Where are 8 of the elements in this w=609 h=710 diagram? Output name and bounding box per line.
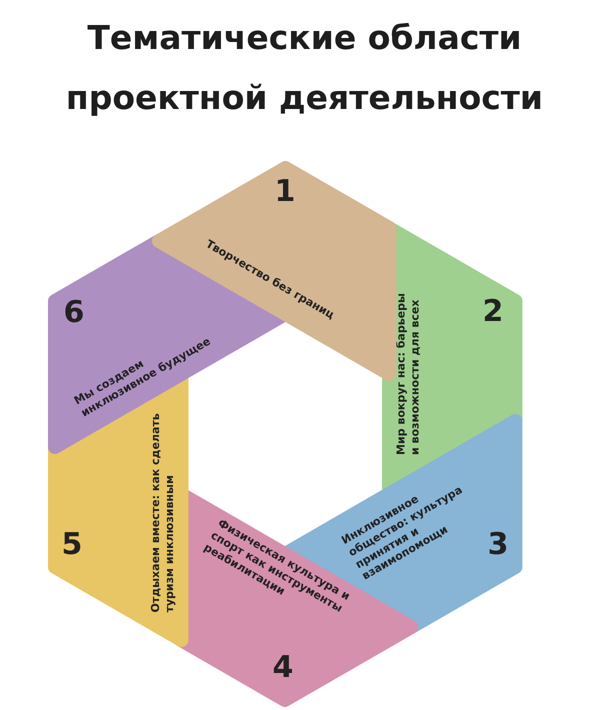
title: Тематические области проектной деятельности [64,17,544,119]
segment-number: 4 [272,653,294,683]
segment-caption: Мир вокруг нас: барьеры и возможности для всех [394,292,422,455]
segment-number: 2 [482,297,504,327]
segment-number: 1 [274,177,296,207]
segment-number: 3 [488,530,508,560]
segment-number: 5 [62,530,82,560]
segment-number: 6 [64,298,84,328]
